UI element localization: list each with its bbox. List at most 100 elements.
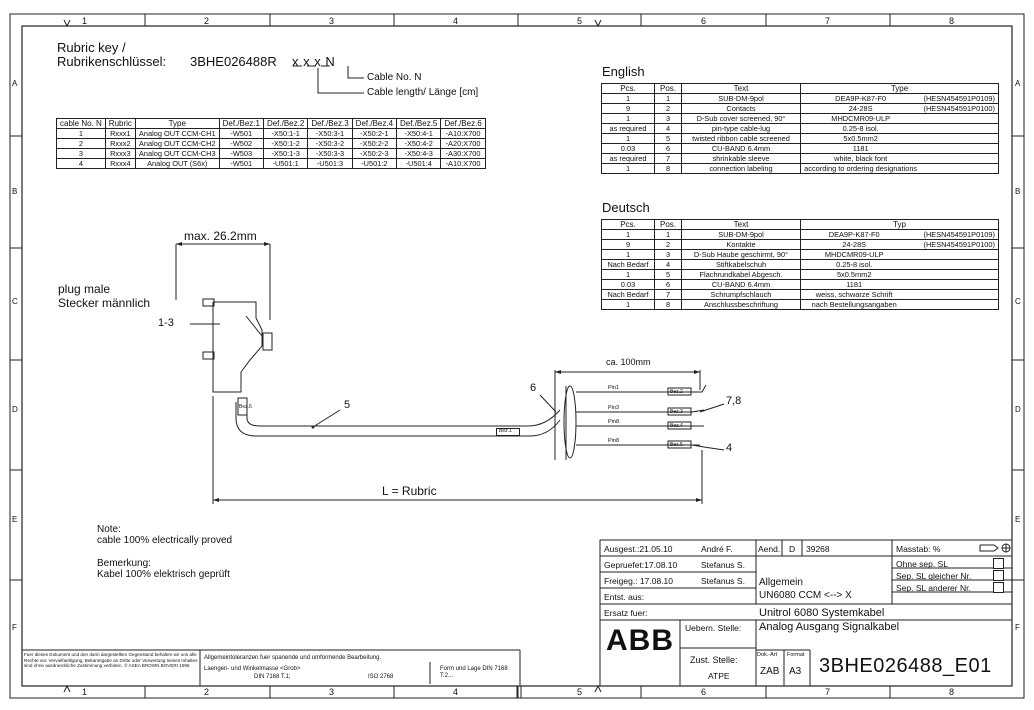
table-cell: CU-BAND 6.4mm [681,279,801,290]
wire-label-tag: Bez.4 [670,423,683,429]
table-cell: -X50:2-3 [351,148,398,159]
table-cell: white, black font [800,153,921,164]
table-cell: 5x0.5mm2 [800,269,908,280]
format-label: Format [787,652,805,658]
table-cell: 4 [654,123,682,134]
col-label: 4 [453,16,459,26]
table-cell: weiss, schwarze Schrift [800,289,908,300]
table-cell: nach Bestellungsangaben [800,299,908,310]
checkbox-sep-sl-same[interactable] [993,570,1004,581]
released-by: Stefanus S. [701,576,745,586]
table-cell: -X50:4-1 [396,128,442,139]
table-cell: 1181 [800,279,908,290]
table-cell: -W503 [218,148,264,159]
row-label: A [12,79,18,88]
general-label: Allgemein [759,577,803,588]
table-cell: Kontakte [681,239,801,250]
col-header: Pos. [654,219,682,230]
table-cell: 0.03 [601,279,655,290]
row-label: F [1015,623,1020,632]
table-cell: Rxxx2 [104,138,136,149]
table-cell: -A10:X700 [440,158,486,169]
table-cell: -A20:X700 [440,138,486,149]
table-cell: -X50:4-2 [396,138,442,149]
table-cell: according to ordering designations [800,163,921,174]
table-cell: DEA9P-K87-F0 [800,229,908,240]
tolerance-heading: Allgemeintoleranzen fuer spanende und um… [204,655,382,661]
table-cell: as required [601,123,655,134]
issued-date: Ausgest.:21.05.10 [604,544,673,554]
table-cell: -X50:1-1 [262,128,309,139]
col-header: Def./Bez.6 [440,118,486,129]
deutsch-title: Deutsch [602,200,650,215]
wire-pin-label: Pin3 [608,405,620,411]
table-cell [907,249,1000,260]
format-value: A3 [789,666,802,677]
system-label: UN6080 CCM <--> X [759,590,852,601]
position-1-3: 1-3 [158,317,174,329]
table-cell: 24-28S [800,103,921,114]
row-label: D [1015,405,1021,414]
checked-date: Gepruefet:17.08.10 [604,560,678,570]
table-cell: Analog OUT CCM-CH1 [134,128,220,139]
col-label: 8 [949,687,955,697]
col-label: 5 [577,687,583,697]
derived-from: Entst. aus: [604,592,645,602]
col-header: Pcs. [601,83,655,94]
table-cell: 0.25-8 isol. [800,123,921,134]
copyright-notice: Fuer dieses Dokument und den darin darge… [24,652,198,669]
table-cell: 4 [56,158,106,169]
table-cell: 9 [601,239,655,250]
table-cell: -X50:1-3 [262,148,309,159]
table-cell: Analog OUT CCM-CH2 [134,138,220,149]
wire-pin-label: Pin8 [608,419,620,425]
rubric-title: Rubric key / [57,40,126,55]
table-cell [907,269,1000,280]
table-cell: Rxxx4 [104,158,136,169]
rubric-code: 3BHE026488R [190,54,277,69]
checkbox-sep-sl-other[interactable] [993,582,1004,593]
table-cell: 1 [601,229,655,240]
table-cell: 2 [56,138,106,149]
table-cell: (HESN454591P0109) [920,93,1000,104]
table-cell: -W502 [218,138,264,149]
col-label: 2 [204,16,210,26]
plug-label-tag: Bez.6 [239,404,252,410]
col-header: cable No. N [56,118,106,129]
table-cell: 1 [56,128,106,139]
revision-number: 39268 [806,544,830,554]
cable-table: cable No. N Rubric Type Def./Bez.1 Def./… [56,118,486,169]
table-cell: -X50:1-2 [262,138,309,149]
table-cell: -A10:X700 [440,128,486,139]
row-label: A [1015,79,1021,88]
position-6: 6 [530,382,537,394]
checked-by: Stefanus S. [701,560,745,570]
col-header: Def./Bez.5 [396,118,442,129]
table-cell: -U501:2 [351,158,398,169]
col-label: 1 [82,687,88,697]
wire-label-tag: Bez.2 [670,389,683,395]
col-label: 7 [825,687,831,697]
plug-label-de: Stecker männlich [58,296,151,310]
table-cell: 1 [601,249,655,260]
col-label: 3 [329,16,335,26]
drawing-title-2: Analog Ausgang Signalkabel [759,621,900,633]
row-label: D [12,405,18,414]
table-cell: 24-28S [800,239,908,250]
tolerance-iso: ISO 2768 [368,674,394,680]
table-cell: D-Sub Haube geschirmt, 90° [681,249,801,260]
wire-pin-label: Pin1 [608,385,620,391]
col-header: Text [681,83,801,94]
table-cell [907,279,1000,290]
table-cell [920,133,1000,144]
checkbox-no-sep-sl[interactable] [993,558,1004,569]
col-label: 4 [453,687,459,697]
